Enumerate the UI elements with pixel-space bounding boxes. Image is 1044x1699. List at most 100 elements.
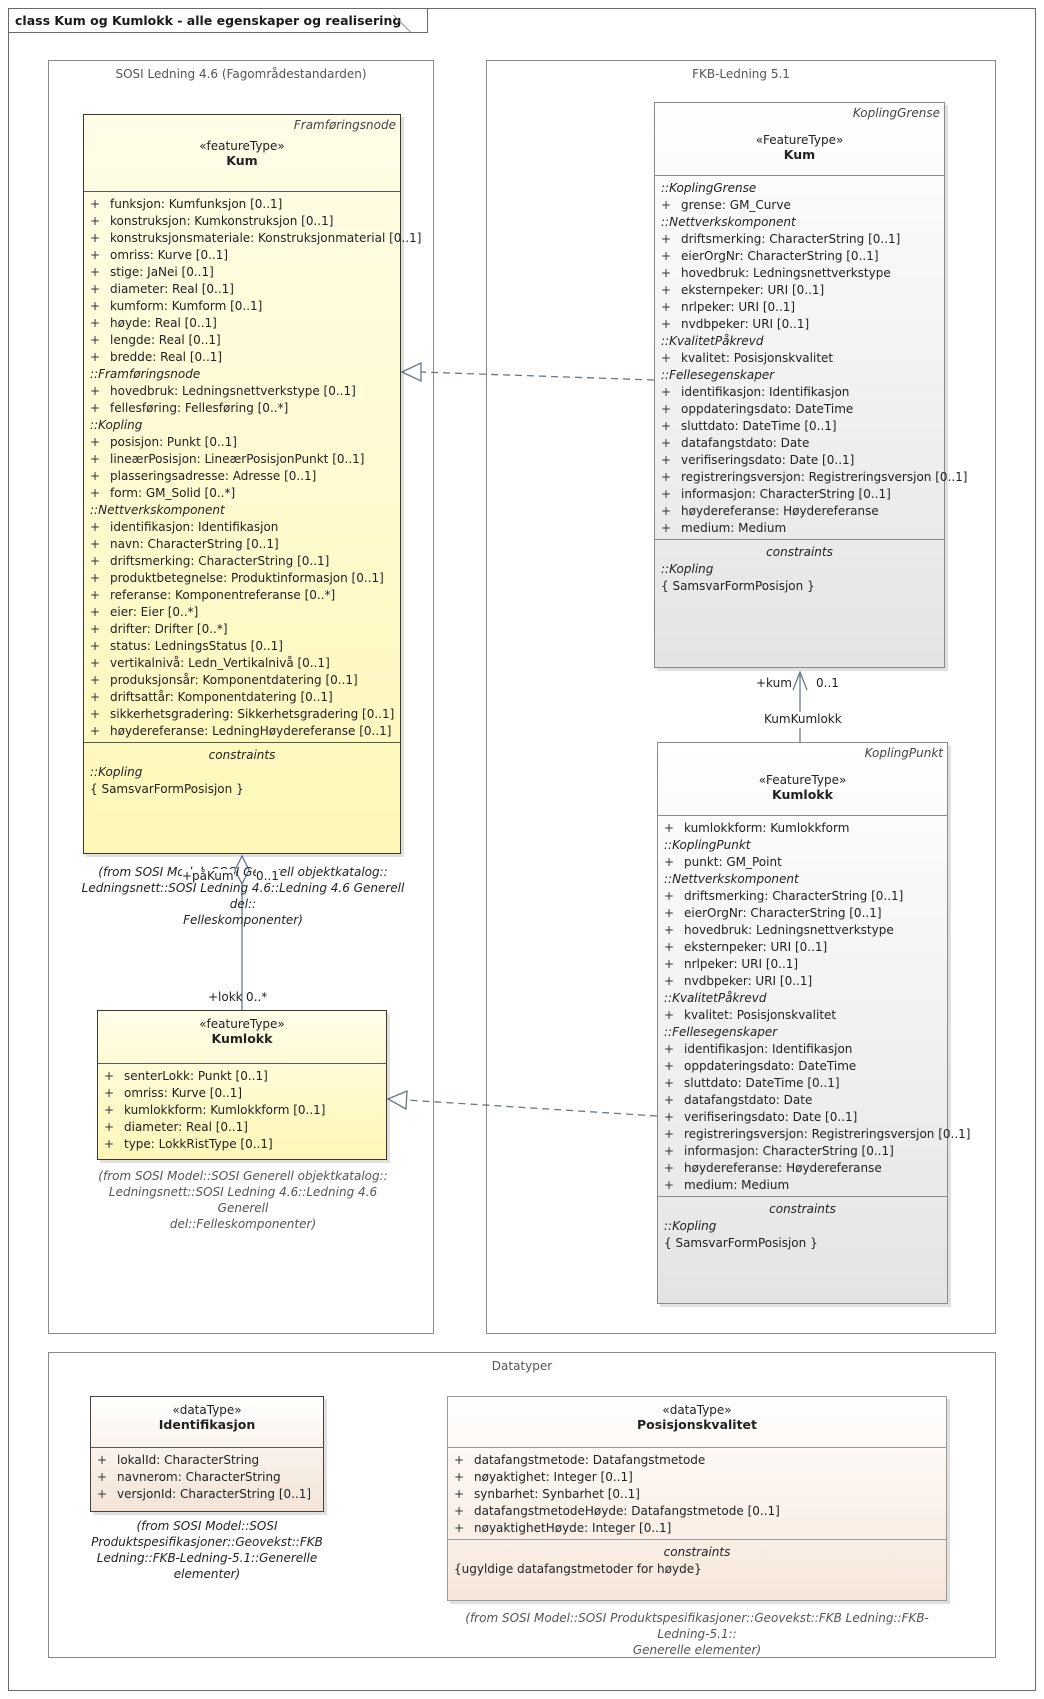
visibility-public: + bbox=[661, 436, 672, 450]
class-attributes: +lokalId: CharacterString+navnerom: Char… bbox=[91, 1448, 323, 1505]
attribute-group: ::Nettverkskomponent bbox=[90, 503, 225, 517]
multiplicity-label: 0..1 bbox=[816, 676, 839, 690]
class-kumlokk-sosi[interactable]: «featureType» Kumlokk +senterLokk: Punkt… bbox=[97, 1010, 387, 1160]
class-tag: KoplingGrense bbox=[852, 106, 940, 120]
attribute-group: ::KvalitetPåkrevd bbox=[664, 991, 767, 1005]
attribute-text: verifiseringsdato: Date [0..1] bbox=[684, 1110, 858, 1124]
attribute-row: +diameter: Real [0..1] bbox=[98, 1119, 386, 1136]
class-name: Posisjonskvalitet bbox=[636, 1417, 758, 1432]
visibility-public: + bbox=[90, 639, 101, 653]
attribute-row: + stige: JaNei [0..1] bbox=[84, 264, 400, 281]
attribute-text: synbarhet: Synbarhet [0..1] bbox=[474, 1487, 640, 1501]
attribute-row: +omriss: Kurve [0..1] bbox=[98, 1085, 386, 1102]
attribute-text: omriss: Kurve [0..1] bbox=[124, 1086, 243, 1100]
attribute-group: ::Framføringsnode bbox=[90, 367, 201, 381]
visibility-public: + bbox=[97, 1487, 108, 1501]
attribute-text: diameter: Real [0..1] bbox=[110, 282, 234, 296]
realization-kumlokk-line bbox=[405, 1099, 658, 1117]
visibility-public: + bbox=[661, 504, 672, 518]
visibility-public: + bbox=[454, 1470, 465, 1484]
attribute-row: + nøyaktighet: Integer [0..1] bbox=[448, 1469, 946, 1486]
visibility-public: + bbox=[661, 317, 672, 331]
attribute-text: posisjon: Punkt [0..1] bbox=[110, 435, 237, 449]
visibility-public: + bbox=[664, 1008, 675, 1022]
attribute-row: +oppdateringsdato: DateTime bbox=[658, 1058, 947, 1075]
attribute-text: informasjon: CharacterString [0..1] bbox=[681, 487, 891, 501]
visibility-public: + bbox=[664, 1042, 675, 1056]
attribute-row: +senterLokk: Punkt [0..1] bbox=[98, 1068, 386, 1085]
attribute-row: +punkt: GM_Point bbox=[658, 854, 947, 871]
class-tag: Framføringsnode bbox=[293, 118, 396, 132]
class-posisjonskvalitet[interactable]: «dataType» Posisjonskvalitet + datafangst… bbox=[447, 1396, 947, 1601]
attribute-text: vertikalnivå: Ledn_Vertikalnivå [0..1] bbox=[110, 656, 330, 670]
attribute-row: +konstruksjonsmateriale: Konstruksjonmat… bbox=[84, 230, 421, 247]
attribute-text: nøyaktighet: Integer [0..1] bbox=[474, 1470, 633, 1484]
attribute-text: nvdbpeker: URI [0..1] bbox=[684, 974, 813, 988]
attribute-group: ::KoplingPunkt bbox=[664, 838, 751, 852]
visibility-public: + bbox=[90, 384, 101, 398]
visibility-public: + bbox=[661, 232, 672, 246]
class-stereotype: «dataType» bbox=[172, 1403, 242, 1417]
visibility-public: + bbox=[664, 957, 675, 971]
visibility-public: + bbox=[90, 248, 101, 262]
class-kumlokk-fkb[interactable]: KoplingPunkt «FeatureType» Kumlokk +kuml… bbox=[657, 742, 970, 1304]
visibility-public: + bbox=[664, 906, 675, 920]
attribute-row: +referanse: Komponentreferanse [0..*] bbox=[84, 587, 400, 604]
attribute-text: datafangstmetode: Datafangstmetode bbox=[474, 1453, 706, 1467]
class-name: Kumlokk bbox=[772, 787, 833, 802]
attribute-row: + posisjon: Punkt [0..1] bbox=[84, 434, 400, 451]
attribute-text: eksternpeker: URI [0..1] bbox=[684, 940, 828, 954]
attribute-row: +kumform: Kumform [0..1] bbox=[84, 298, 400, 315]
attribute-text: stige: JaNei [0..1] bbox=[110, 265, 214, 279]
visibility-public: + bbox=[664, 889, 675, 903]
class-origin-note: (from SOSI Model::SOSI Generell objektka… bbox=[81, 865, 405, 927]
visibility-public: + bbox=[90, 435, 101, 449]
attribute-row: +driftsattår: Komponentdatering [0..1] bbox=[84, 689, 400, 706]
class-header: «dataType» Posisjonskvalitet bbox=[448, 1397, 946, 1447]
attribute-row: +sikkerhetsgradering: Sikkerhetsgraderin… bbox=[84, 706, 400, 723]
attribute-text: kvalitet: Posisjonskvalitet bbox=[681, 351, 834, 365]
visibility-public: + bbox=[104, 1069, 115, 1083]
attribute-text: eierOrgNr: CharacterString [0..1] bbox=[681, 249, 879, 263]
attribute-text: registreringsversjon: Registreringsversj… bbox=[681, 470, 968, 484]
class-constraints: constraints ::Kopling { SamsvarFormPosis… bbox=[655, 543, 944, 595]
class-identifikasjon[interactable]: «dataType» Identifikasjon +lokalId: Char… bbox=[90, 1396, 324, 1512]
visibility-public: + bbox=[661, 402, 672, 416]
attribute-row: +konstruksjon: Kumkonstruksjon [0..1] bbox=[84, 213, 400, 230]
visibility-public: + bbox=[90, 333, 101, 347]
attribute-row: +eier: Eier [0..*] bbox=[84, 604, 400, 621]
attribute-row: +datafangstdato: Date bbox=[658, 1092, 947, 1109]
visibility-public: + bbox=[454, 1453, 465, 1467]
attribute-text: funksjon: Kumfunksjon [0..1] bbox=[110, 197, 283, 211]
realization-kum-line bbox=[419, 371, 655, 381]
attribute-text: driftsattår: Komponentdatering [0..1] bbox=[110, 690, 333, 704]
attribute-row: +lengde: Real [0..1] bbox=[84, 332, 400, 349]
constraints-title: constraints bbox=[766, 545, 833, 559]
attribute-row: +type: LokkRistType [0..1] bbox=[98, 1136, 386, 1153]
class-constraints: constraints {ugyldige datafangstmetoder … bbox=[448, 1543, 946, 1578]
attribute-text: oppdateringsdato: DateTime bbox=[684, 1059, 857, 1073]
attribute-text: høydereferanse: LedningHøydereferanse [0… bbox=[110, 724, 392, 738]
class-constraints: constraints ::Kopling { SamsvarFormPosis… bbox=[658, 1200, 947, 1252]
attribute-text: oppdateringsdato: DateTime bbox=[681, 402, 854, 416]
visibility-public: + bbox=[97, 1453, 108, 1467]
visibility-public: + bbox=[90, 316, 101, 330]
class-kum-sosi[interactable]: Framføringsnode «featureType» Kum +funks… bbox=[83, 114, 421, 854]
class-stereotype: «featureType» bbox=[199, 1017, 285, 1031]
attribute-text: konstruksjonsmateriale: Konstruksjonmate… bbox=[110, 231, 422, 245]
visibility-public: + bbox=[90, 469, 101, 483]
visibility-public: + bbox=[454, 1504, 465, 1518]
visibility-public: + bbox=[90, 265, 101, 279]
attribute-row: +verifiseringsdato: Date [0..1] bbox=[655, 452, 944, 469]
attribute-row: +eierOrgNr: CharacterString [0..1] bbox=[658, 905, 947, 922]
visibility-public: + bbox=[90, 554, 101, 568]
attribute-row: +kvalitet: Posisjonskvalitet bbox=[655, 350, 944, 367]
visibility-public: + bbox=[664, 1110, 675, 1124]
attribute-text: type: LokkRistType [0..1] bbox=[124, 1137, 273, 1151]
multiplicity-label: 0..* bbox=[246, 990, 268, 1004]
attribute-text: fellesføring: Fellesføring [0..*] bbox=[110, 401, 289, 415]
class-constraints: constraints ::Kopling { SamsvarFormPosis… bbox=[84, 746, 400, 798]
visibility-public: + bbox=[90, 605, 101, 619]
class-kum-fkb[interactable]: KoplingGrense «FeatureType» Kum ::Koplin… bbox=[654, 102, 967, 668]
attribute-row: +hovedbruk: Ledningsnettverkstype bbox=[655, 265, 944, 282]
